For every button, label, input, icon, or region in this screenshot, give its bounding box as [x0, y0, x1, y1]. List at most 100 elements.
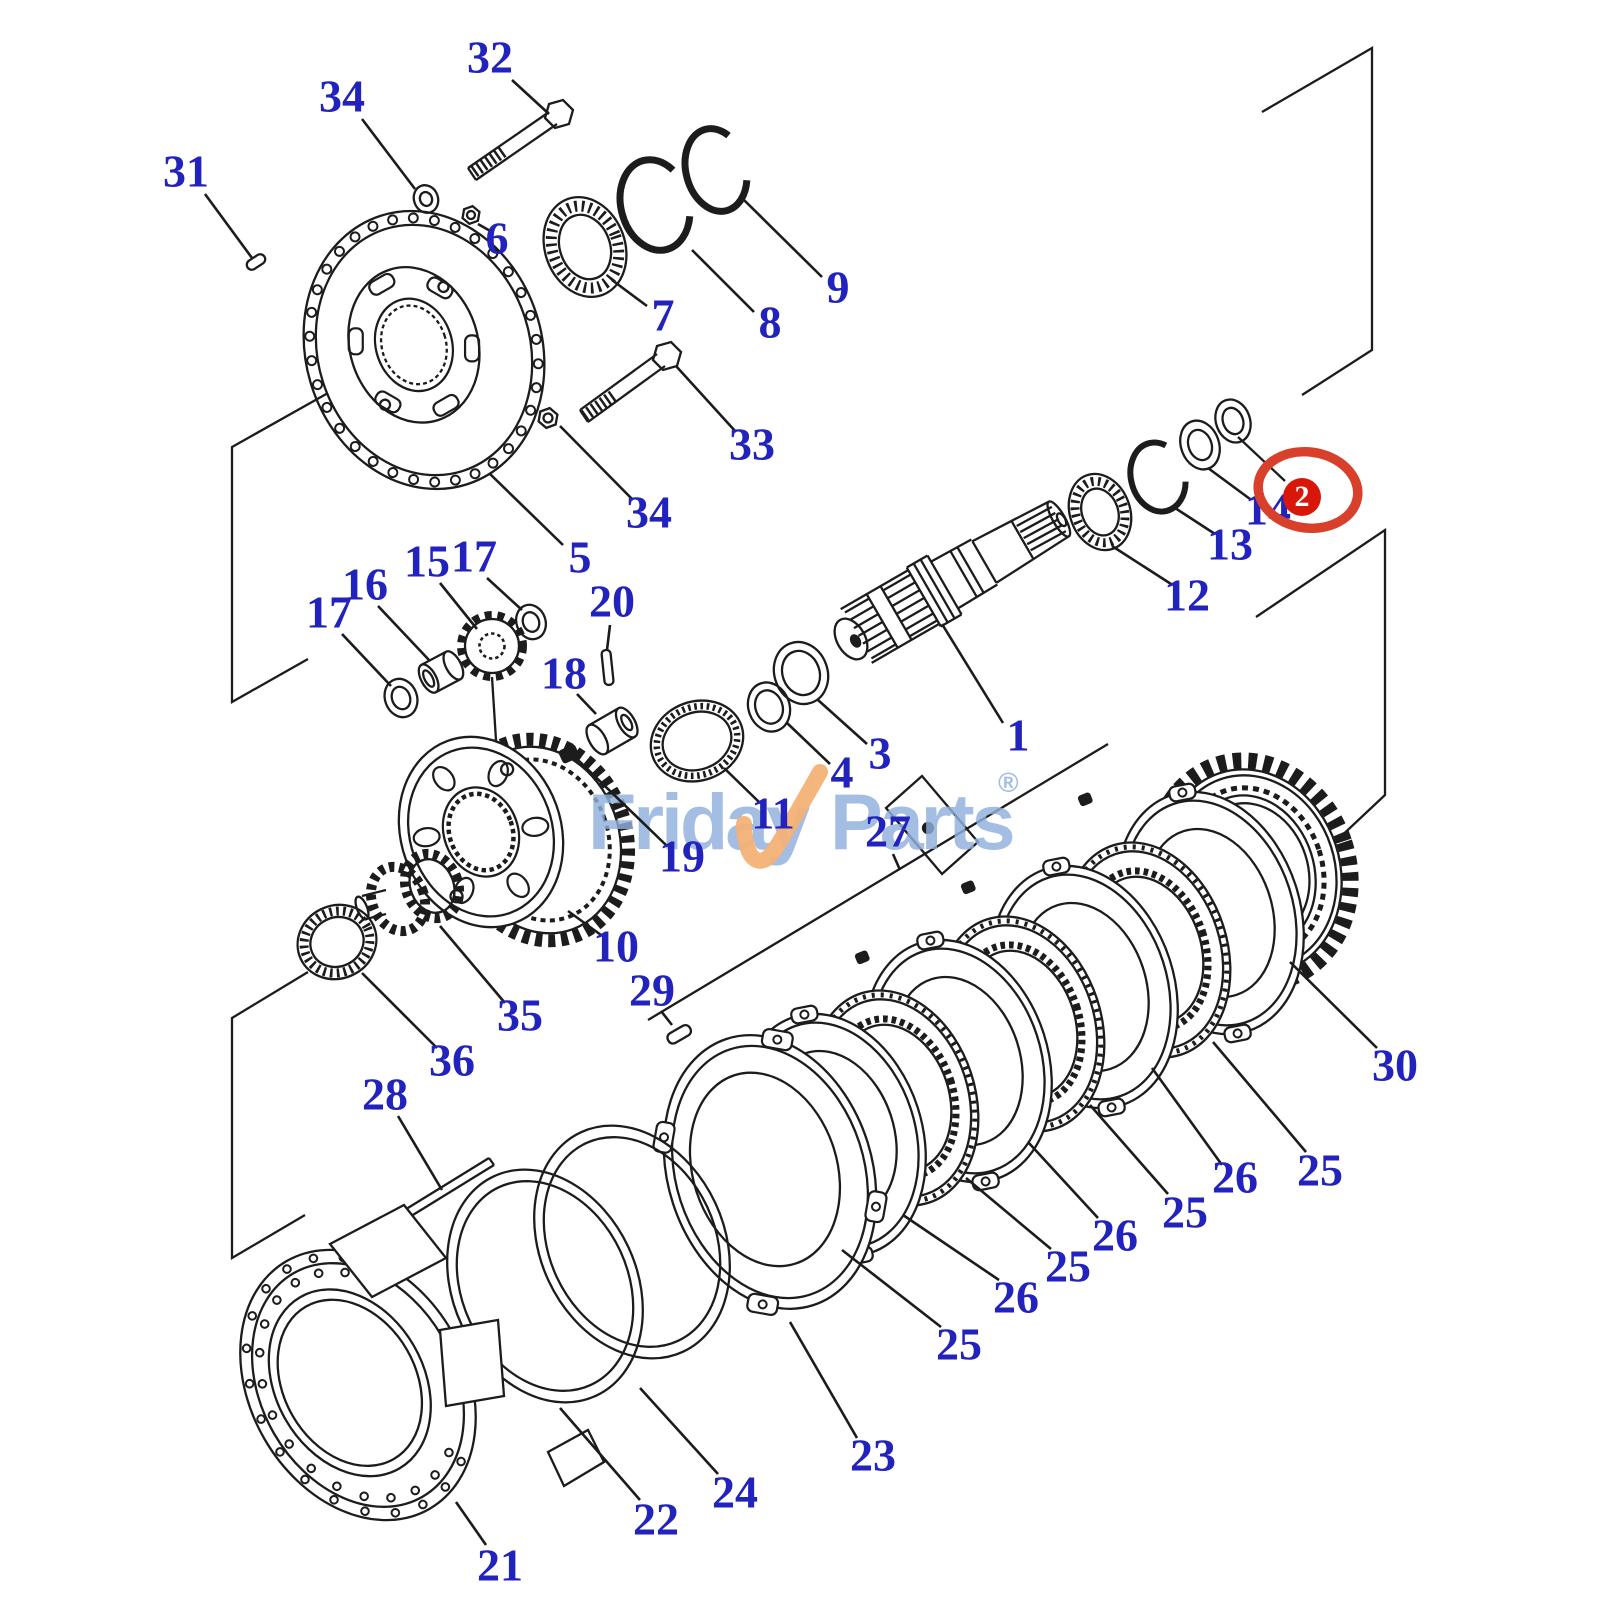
tab-hole: [1106, 1102, 1117, 1113]
leader-line-14: [1207, 466, 1251, 501]
rim-hole: [306, 355, 318, 367]
part-13-snap-ring: [1127, 439, 1189, 515]
rim-hole: [311, 379, 323, 391]
leader-line-22: [559, 1407, 641, 1501]
rim-hole: [290, 1277, 301, 1288]
leader-line-31: [203, 193, 254, 259]
part-27-retainer-bolts: [854, 792, 1093, 965]
leader-line-19: [576, 758, 668, 847]
part-label-21: 21: [477, 1540, 523, 1591]
leader-line-26: [1027, 1141, 1099, 1219]
rim-hole: [334, 422, 346, 434]
carrier-hole: [432, 765, 456, 792]
part-label-7: 7: [652, 290, 675, 341]
hub-slot: [432, 393, 460, 417]
part-label-25: 25: [936, 1319, 982, 1370]
rim-hole: [282, 1264, 292, 1274]
watermark: Friday Parts ®: [588, 764, 1022, 869]
rim-hole: [487, 247, 499, 259]
part-label-24: 24: [712, 1467, 758, 1518]
leader-line-23: [788, 1321, 859, 1439]
part-label-35: 35: [497, 990, 543, 1041]
bracket-left-lower: [230, 971, 309, 1261]
part-label-36: 36: [429, 1035, 475, 1086]
rim-hole: [487, 457, 499, 469]
rim-hole: [449, 474, 461, 486]
part-24-ring: [533, 1124, 731, 1360]
leader-line-35: [439, 925, 506, 1004]
leader-line-32: [511, 79, 550, 115]
leader-line-24: [639, 1387, 719, 1475]
part-2-ring: [1214, 398, 1252, 444]
part-label-33: 33: [729, 419, 775, 470]
rim-hole: [410, 1485, 421, 1496]
part-34-washer-lower: [537, 406, 559, 430]
shaft-key-plate: [884, 774, 980, 876]
rim-hole: [306, 1463, 317, 1474]
rim-hole: [304, 330, 316, 342]
rim-hole: [390, 1507, 401, 1518]
leader-line-6: [477, 222, 493, 234]
rim-hole: [333, 245, 345, 257]
rim-hole: [256, 1414, 266, 1424]
parts-drawing: [230, 46, 1387, 1522]
leader-line-5: [489, 473, 564, 546]
leader-line-26: [1150, 1067, 1224, 1166]
rim-hole: [503, 443, 515, 455]
watermark-registered-icon: ®: [998, 767, 1019, 798]
rim-hole: [244, 1378, 255, 1389]
leader-line-9: [743, 199, 823, 278]
rim-hole: [349, 231, 361, 243]
rim-hole: [300, 1474, 310, 1485]
part-20-pin: [600, 648, 615, 687]
leader-line-25: [1089, 1104, 1169, 1195]
part-label-13: 13: [1207, 519, 1253, 570]
plate-tab: [1223, 1023, 1252, 1044]
rim-hole: [532, 358, 544, 370]
carrier-hole: [412, 826, 441, 848]
rim-hole: [311, 284, 323, 296]
part-16-roller: [417, 650, 465, 694]
tab-hole: [757, 1299, 768, 1310]
watermark-word2: Parts: [830, 777, 1013, 866]
part-33-bolt: [579, 340, 683, 423]
rim-hole: [418, 1499, 428, 1510]
assembly-27-line: [647, 743, 1109, 1021]
rim-hole: [530, 333, 542, 345]
part-label-8: 8: [759, 297, 782, 348]
part-17-washer-left: [383, 677, 419, 719]
rim-hole: [259, 1319, 270, 1329]
rim-hole: [329, 1494, 339, 1505]
rim-hole: [284, 1439, 294, 1449]
leader-line-20: [605, 624, 612, 651]
leader-line-29: [659, 1010, 674, 1026]
leader-line-18: [576, 693, 597, 715]
plate-tab: [746, 1292, 780, 1316]
leader-line-27: [891, 853, 902, 871]
rim-hole: [408, 474, 420, 486]
carrier-hole: [487, 759, 509, 788]
rim-hole: [359, 1491, 369, 1502]
leader-line-28: [396, 1115, 444, 1191]
tab-hole: [925, 935, 936, 946]
bracket-left-upper: [230, 391, 329, 704]
part-15-pinion-gear: [457, 611, 527, 681]
rim-hole: [502, 266, 514, 278]
rim-hole: [257, 1379, 268, 1389]
highlight-part-2: 2: [1253, 446, 1363, 534]
part-36-seal: [296, 903, 378, 981]
plate-tab: [864, 1190, 888, 1224]
rim-hole: [428, 214, 440, 226]
tab-hole: [659, 1132, 670, 1143]
rim-hole: [387, 214, 399, 226]
part-label-26: 26: [1092, 1210, 1138, 1261]
part-label-17: 17: [451, 531, 497, 582]
rim-hole: [247, 1311, 258, 1321]
tab-hole: [1232, 1028, 1243, 1039]
part-label-32: 32: [467, 32, 513, 83]
leader-line-34: [559, 425, 634, 501]
rim-hole: [449, 221, 461, 233]
part-label-5: 5: [569, 532, 592, 583]
